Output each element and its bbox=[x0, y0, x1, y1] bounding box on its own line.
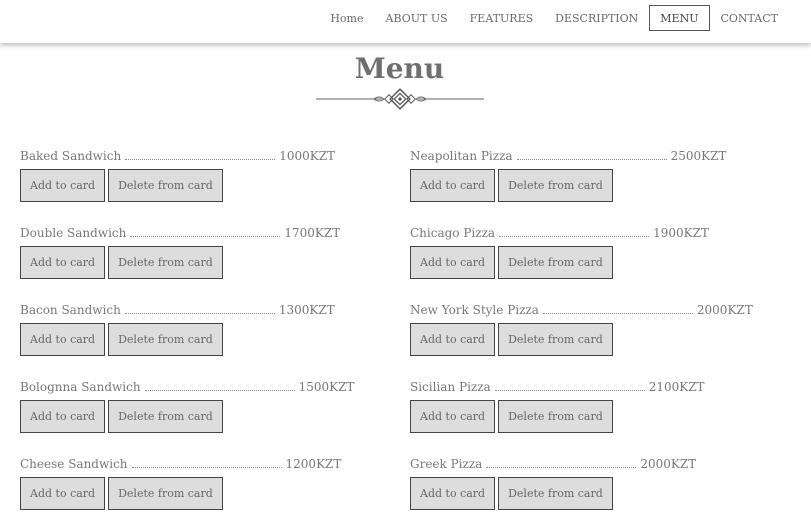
delete-from-card-button[interactable]: Delete from card bbox=[498, 477, 613, 510]
add-to-card-button[interactable]: Add to card bbox=[410, 400, 496, 433]
item-name: Cheese Sandwich bbox=[20, 457, 128, 471]
page-title: Menu bbox=[354, 52, 445, 85]
nav-link-menu[interactable]: MENU bbox=[649, 5, 710, 31]
divider-ornament-icon bbox=[316, 88, 484, 110]
leader-dots bbox=[131, 466, 282, 468]
menu-item: Double Sandwich 1700KZT Add to card Delet… bbox=[20, 222, 354, 299]
delete-from-card-button[interactable]: Delete from card bbox=[108, 246, 223, 279]
menu-item: Bacon Sandwich 1300KZT Add to card Delete… bbox=[20, 299, 354, 376]
menu-item: Neapolitan Pizza 2500KZT Add to card Dele… bbox=[410, 145, 753, 222]
nav-link-features[interactable]: FEATURES bbox=[469, 12, 534, 25]
item-name: Sicilian Pizza bbox=[410, 380, 491, 394]
item-name: Chicago Pizza bbox=[410, 226, 496, 240]
delete-from-card-button[interactable]: Delete from card bbox=[498, 169, 613, 202]
leader-dots bbox=[125, 158, 276, 160]
navbar: Home ABOUT US FEATURES DESCRIPTION MENU … bbox=[0, 0, 811, 43]
item-name: Greek Pizza bbox=[410, 457, 483, 471]
leader-dots bbox=[499, 235, 650, 237]
leader-dots bbox=[124, 312, 275, 314]
menu-column-pizzas: Neapolitan Pizza 2500KZT Add to card Dele… bbox=[410, 145, 753, 530]
menu-column-sandwiches: Baked Sandwich 1000KZT Add to card Delete… bbox=[20, 145, 354, 530]
add-to-card-button[interactable]: Add to card bbox=[20, 169, 106, 202]
nav-list: Home ABOUT US FEATURES DESCRIPTION MENU … bbox=[319, 5, 789, 31]
delete-from-card-button[interactable]: Delete from card bbox=[498, 323, 613, 356]
menu-item: Cheese Sandwich 1200KZT Add to card Delet… bbox=[20, 453, 354, 530]
item-name: Bacon Sandwich bbox=[20, 303, 121, 317]
delete-from-card-button[interactable]: Delete from card bbox=[498, 400, 613, 433]
delete-from-card-button[interactable]: Delete from card bbox=[108, 323, 223, 356]
menu-item: Baked Sandwich 1000KZT Add to card Delete… bbox=[20, 145, 354, 222]
item-price: 2000KZT bbox=[696, 303, 753, 317]
nav-link-description[interactable]: DESCRIPTION bbox=[555, 12, 639, 25]
menu-item: Bolognna Sandwich 1500KZT Add to card Del… bbox=[20, 376, 354, 453]
leader-dots bbox=[494, 389, 645, 391]
add-to-card-button[interactable]: Add to card bbox=[20, 323, 106, 356]
menu-item: Sicilian Pizza 2100KZT Add to card Delete… bbox=[410, 376, 753, 453]
leader-dots bbox=[130, 235, 281, 237]
leader-dots bbox=[486, 466, 637, 468]
item-price: 2000KZT bbox=[640, 457, 697, 471]
item-name: Double Sandwich bbox=[20, 226, 127, 240]
menu-item: Greek Pizza 2000KZT Add to card Delete fr… bbox=[410, 453, 753, 530]
add-to-card-button[interactable]: Add to card bbox=[20, 246, 106, 279]
add-to-card-button[interactable]: Add to card bbox=[410, 323, 496, 356]
item-name: Baked Sandwich bbox=[20, 149, 122, 163]
item-price: 2500KZT bbox=[670, 149, 727, 163]
delete-from-card-button[interactable]: Delete from card bbox=[108, 169, 223, 202]
add-to-card-button[interactable]: Add to card bbox=[20, 477, 106, 510]
add-to-card-button[interactable]: Add to card bbox=[410, 246, 496, 279]
add-to-card-button[interactable]: Add to card bbox=[410, 169, 496, 202]
leader-dots bbox=[516, 158, 667, 160]
delete-from-card-button[interactable]: Delete from card bbox=[498, 246, 613, 279]
item-price: 1500KZT bbox=[298, 380, 355, 394]
menu-item: Chicago Pizza 1900KZT Add to card Delete … bbox=[410, 222, 753, 299]
item-price: 1000KZT bbox=[279, 149, 336, 163]
item-name: New York Style Pizza bbox=[410, 303, 539, 317]
add-to-card-button[interactable]: Add to card bbox=[20, 400, 106, 433]
nav-link-home[interactable]: Home bbox=[330, 12, 364, 25]
delete-from-card-button[interactable]: Delete from card bbox=[108, 477, 223, 510]
item-price: 1200KZT bbox=[285, 457, 342, 471]
item-name: Bolognna Sandwich bbox=[20, 380, 141, 394]
item-price: 1700KZT bbox=[284, 226, 341, 240]
leader-dots bbox=[542, 312, 693, 314]
item-name: Neapolitan Pizza bbox=[410, 149, 513, 163]
nav-link-contact[interactable]: CONTACT bbox=[720, 12, 779, 25]
item-price: 2100KZT bbox=[648, 380, 705, 394]
delete-from-card-button[interactable]: Delete from card bbox=[108, 400, 223, 433]
nav-link-about-us[interactable]: ABOUT US bbox=[385, 12, 448, 25]
add-to-card-button[interactable]: Add to card bbox=[410, 477, 496, 510]
item-price: 1300KZT bbox=[278, 303, 335, 317]
leader-dots bbox=[144, 389, 295, 391]
item-price: 1900KZT bbox=[653, 226, 709, 240]
